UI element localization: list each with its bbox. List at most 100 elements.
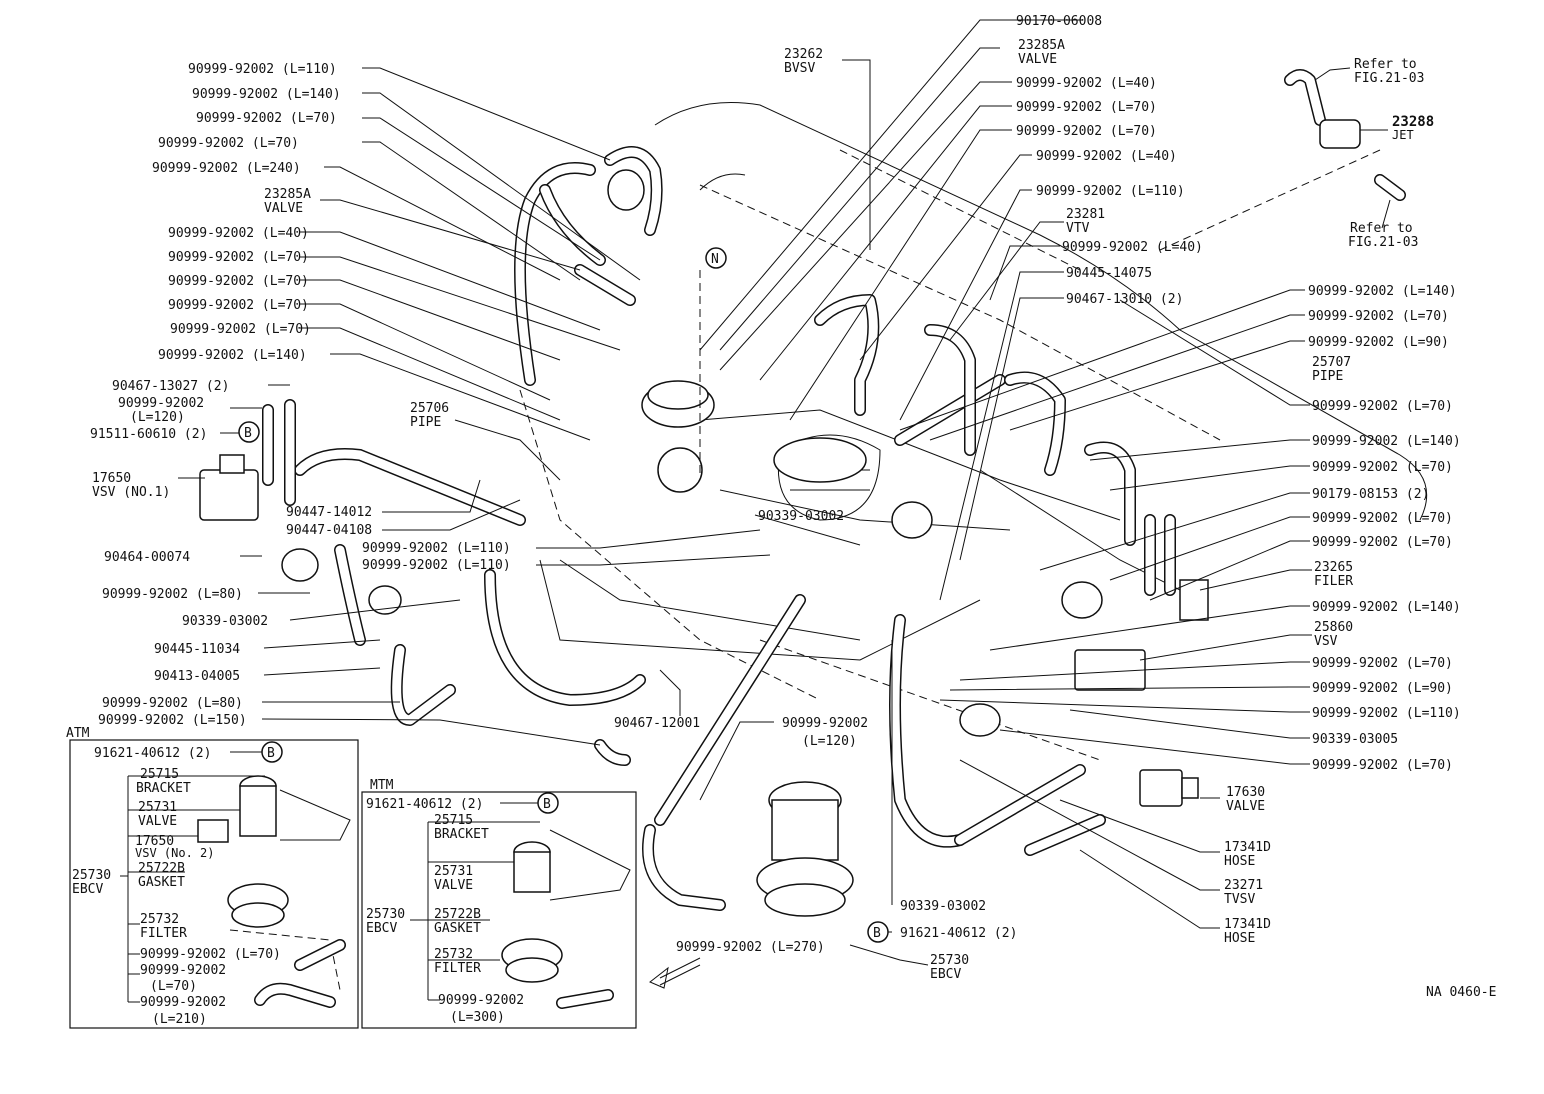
- label-r-12: FILER: [1314, 574, 1353, 589]
- mtm-box: MTM 91621-40612 (2) 25715 BRACKET 25731 …: [361, 778, 637, 1029]
- label-c-8: 90339-03002: [900, 899, 986, 914]
- label-tl-0: 90999-92002 (L=110): [188, 62, 337, 77]
- mtm-5: 25730: [366, 907, 405, 922]
- label-tr-9: VTV: [1066, 221, 1090, 236]
- label-l-8: 90447-14012: [286, 505, 372, 520]
- label-r-0: 90999-92002 (L=140): [1308, 284, 1457, 299]
- jet-23288: [1319, 119, 1361, 149]
- atm-15: (L=70): [150, 979, 197, 994]
- label-l-13: 90445-11034: [154, 642, 240, 657]
- jet-number: 23288: [1392, 114, 1434, 130]
- labels-right: 90999-92002 (L=140) 90999-92002 (L=70) 9…: [1224, 284, 1461, 946]
- label-c-11: 25730: [930, 953, 969, 968]
- label-tr-4: 90999-92002 (L=70): [1016, 100, 1157, 115]
- marker-b-left: B: [244, 426, 252, 441]
- label-tr-1: 23285A: [1018, 38, 1065, 53]
- label-tl-9: 90999-92002 (L=70): [168, 274, 309, 289]
- label-tl-1: 90999-92002 (L=140): [192, 87, 341, 102]
- mtm-1: 25715: [434, 813, 473, 828]
- atm-5: 17650: [135, 834, 174, 849]
- atm-1: 25715: [140, 767, 179, 782]
- atm-2: BRACKET: [136, 781, 191, 796]
- label-r-11: 23265: [1314, 560, 1353, 575]
- label-tr-3: 90999-92002 (L=40): [1016, 76, 1157, 91]
- atm-17: (L=210): [152, 1012, 207, 1027]
- label-r-18: 90999-92002 (L=110): [1312, 706, 1461, 721]
- marker-b-mtm: B: [543, 797, 551, 812]
- vsv-right: [1061, 581, 1103, 619]
- label-r-4: PIPE: [1312, 369, 1343, 384]
- labels-top-right: 90170-06008 23285A VALVE 90999-92002 (L=…: [1016, 14, 1203, 307]
- label-c-12: EBCV: [930, 967, 961, 982]
- label-tl-2: 90999-92002 (L=70): [196, 111, 337, 126]
- components: [199, 119, 1361, 917]
- mtm-4: VALVE: [434, 878, 473, 893]
- label-r-6: 90999-92002 (L=140): [1312, 434, 1461, 449]
- label-r-27: 17341D: [1224, 917, 1271, 932]
- label-r-19: 90339-03005: [1312, 732, 1398, 747]
- mtm-title: MTM: [370, 778, 394, 793]
- label-tl-4: 90999-92002 (L=240): [152, 161, 301, 176]
- label-l-6: 17650: [92, 471, 131, 486]
- label-l-15: 90999-92002 (L=80): [102, 696, 243, 711]
- label-tl-6: VALVE: [264, 201, 303, 216]
- label-c-0: 23262: [784, 47, 823, 62]
- label-r-28: HOSE: [1224, 931, 1255, 946]
- mtm-8: GASKET: [434, 921, 481, 936]
- label-r-23: 17341D: [1224, 840, 1271, 855]
- markers: B N B B B: [238, 247, 889, 943]
- mtm-6: EBCV: [366, 921, 397, 936]
- jet-refer-bottom: Refer to: [1350, 221, 1413, 236]
- label-r-10: 90999-92002 (L=70): [1312, 535, 1453, 550]
- label-c-5: 90467-12001: [614, 716, 700, 731]
- label-l-14: 90413-04005: [154, 669, 240, 684]
- marker-b-center: B: [873, 926, 881, 941]
- marker-b-atm: B: [267, 746, 275, 761]
- atm-16: 90999-92002: [140, 995, 226, 1010]
- atm-10: GASKET: [138, 875, 185, 890]
- label-tr-12: 90467-13010 (2): [1066, 292, 1183, 307]
- mtm-12: (L=300): [450, 1010, 505, 1025]
- label-tl-10: 90999-92002 (L=70): [168, 298, 309, 313]
- label-l-4: 25706: [410, 401, 449, 416]
- atm-7: 25730: [72, 868, 111, 883]
- label-tl-7: 90999-92002 (L=40): [168, 226, 309, 241]
- atm-11: 25732: [140, 912, 179, 927]
- jet-label: JET: [1392, 128, 1414, 142]
- mtm-9: 25732: [434, 947, 473, 962]
- label-l-12: 90339-03002: [182, 614, 268, 629]
- label-tr-11: 90445-14075: [1066, 266, 1152, 281]
- label-c-7: (L=120): [802, 734, 857, 749]
- atm-4: VALVE: [138, 814, 177, 829]
- label-tr-7: 90999-92002 (L=110): [1036, 184, 1185, 199]
- labels-center: 23262 BVSV 90999-92002 (L=110) 90999-920…: [362, 47, 1017, 982]
- label-r-8: 90179-08153 (2): [1312, 487, 1429, 502]
- label-r-14: 25860: [1314, 620, 1353, 635]
- label-r-15: VSV: [1314, 634, 1338, 649]
- label-c-3: 90999-92002 (L=110): [362, 558, 511, 573]
- label-r-26: TVSV: [1224, 892, 1255, 907]
- label-r-17: 90999-92002 (L=90): [1312, 681, 1453, 696]
- label-c-1: BVSV: [784, 61, 815, 76]
- bvsv-body: [607, 169, 645, 211]
- label-c-9: 91621-40612 (2): [900, 926, 1017, 941]
- label-l-16: 90999-92002 (L=150): [98, 713, 247, 728]
- atm-title: ATM: [66, 726, 90, 741]
- mtm-3: 25731: [434, 864, 473, 879]
- label-tl-3: 90999-92002 (L=70): [158, 136, 299, 151]
- jet-refer-top: Refer to: [1354, 57, 1417, 72]
- label-c-2: 90999-92002 (L=110): [362, 541, 511, 556]
- jet-refer-bottom-fig: FIG.21-03: [1348, 235, 1418, 250]
- atm-6: VSV (No. 2): [135, 846, 214, 860]
- atm-12: FILTER: [140, 926, 187, 941]
- valve-cluster-b: [657, 447, 703, 493]
- marker-n: N: [711, 252, 719, 267]
- labels-left: 90467-13027 (2) 90999-92002 (L=120) 9151…: [90, 379, 449, 728]
- label-c-10: 90999-92002 (L=270): [676, 940, 825, 955]
- jet-inset: Refer to FIG.21-03 23288 JET Refer to FI…: [1348, 57, 1434, 250]
- label-r-21: 17630: [1226, 785, 1265, 800]
- atm-3: 25731: [138, 800, 177, 815]
- label-l-2: (L=120): [130, 410, 185, 425]
